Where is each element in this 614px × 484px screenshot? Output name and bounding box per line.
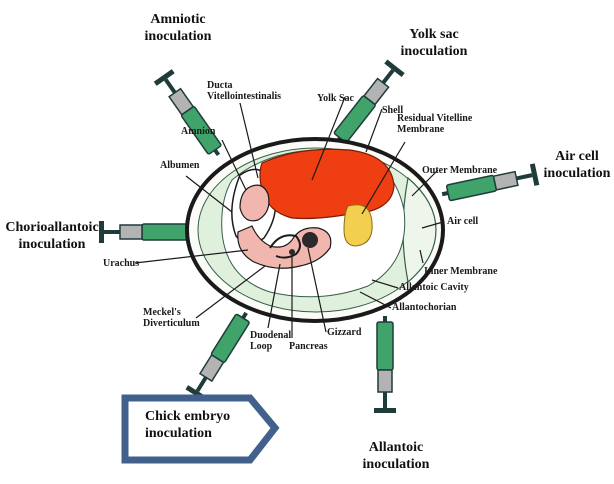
- allantochorian-label: Allantochorian: [392, 302, 456, 313]
- allantoic-inoculation-label: Allantoicinoculation: [356, 439, 436, 473]
- chorioallantoic-inoculation-label: Chorioallantoicinoculation: [0, 219, 104, 253]
- albumen-label: Albumen: [160, 160, 199, 171]
- air-cell-label: Air cell: [447, 216, 478, 227]
- amnion-label: Amnion: [181, 126, 215, 137]
- gizzard: [302, 232, 318, 248]
- duodenal-loop-label: DuodenalLoop: [250, 330, 291, 352]
- pancreas: [289, 249, 295, 255]
- residual-vitelline-membrane-label: Residual VitellineMembrane: [397, 113, 472, 135]
- amniotic-inoculation-label: Amnioticinoculation: [142, 11, 214, 45]
- chorioallantoic-syringe: [99, 221, 196, 243]
- outer-membrane-label: Outer Membrane: [422, 165, 497, 176]
- inner-membrane-label: Inner Membrane: [424, 266, 497, 277]
- yolk-sac-label: Yolk Sac: [317, 93, 354, 104]
- yolk-sac: [260, 149, 394, 218]
- meckels-diverticulum-label: Meckel'sDiverticulum: [143, 307, 200, 329]
- allantoic-syringe: [374, 316, 396, 413]
- gizzard-label: Gizzard: [327, 327, 361, 338]
- residual-yolk: [344, 205, 372, 246]
- chick-embryo-inoculation-label: Chick embryoinoculation: [145, 408, 230, 442]
- pancreas-label: Pancreas: [289, 341, 328, 352]
- air-cell-inoculation-label: Air cellinoculation: [541, 148, 613, 182]
- allantoic-cavity-label: Allantoic Cavity: [399, 282, 469, 293]
- yolk-sac-inoculation-label: Yolk sacinoculation: [394, 26, 474, 60]
- ducta-vitellointestinalis-label: DuctaVitellointestinalis: [207, 80, 281, 102]
- urachus-label: Urachus: [103, 258, 139, 269]
